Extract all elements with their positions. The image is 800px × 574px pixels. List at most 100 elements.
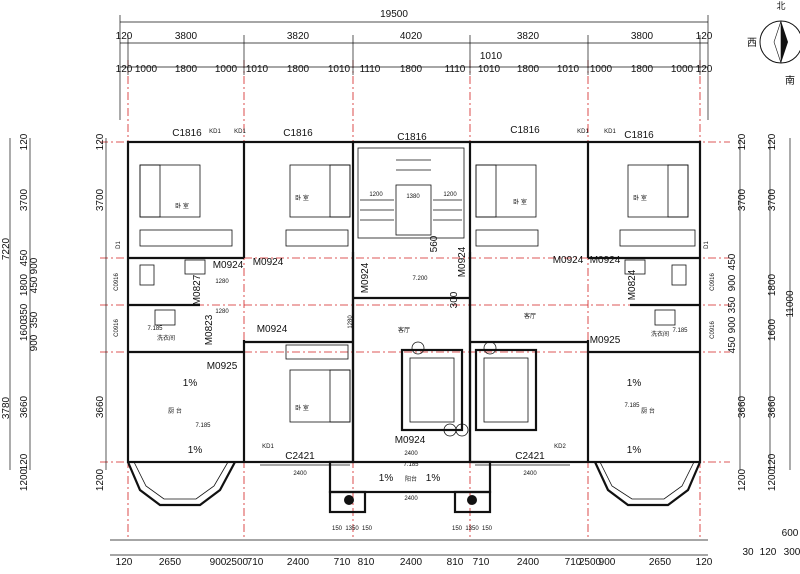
dim-left-d3: 350 [29,311,40,328]
level-4: 7.185 [403,462,419,468]
room-kitchen-1: 厨 台 [168,407,182,415]
window-kd1-4: KD1 [604,129,616,135]
room-living-1: 客厅 [398,326,410,334]
window-kd1-1: KD1 [209,129,221,135]
balcony-dim-5: 1350 [465,526,479,532]
room-laundry-1: 洗衣间 [157,334,175,342]
window-kd2: KD2 [554,444,566,450]
room-bedroom-5: 卧 室 [295,404,309,412]
inner-dim-9: 2400 [293,471,307,477]
dimension-lines [9,15,791,556]
dim-top2-10: 1110 [445,64,466,75]
dim-left-6: 1600 [19,318,30,341]
dim-bottom-3: 900 [210,557,227,568]
door-m0823: M0823 [204,314,215,345]
room-bedroom-2: 卧 室 [295,194,309,202]
slope-2: 1% [188,445,203,456]
door-m0924-3: M0924 [553,255,584,266]
door-m2427: M0924 [395,435,426,446]
inner-dim-10: 2400 [404,451,418,457]
dim-left-2: 3700 [19,188,30,211]
dim-left-d4: 900 [29,334,40,351]
door-m0824: M0824 [627,269,638,300]
dim-top2-1: 120 [116,64,133,75]
dim-bottom-16: 2650 [649,557,672,568]
dim-right-b5: 3660 [767,395,778,418]
dim-top2-17: 120 [696,64,713,75]
slope-4: 1% [627,445,642,456]
room-bedroom-3: 卧 室 [513,198,527,206]
compass-north-label: 北 [776,1,785,11]
slope-3: 1% [627,378,642,389]
inner-dim-4: 1380 [406,194,420,200]
dim-right-d1: 450 [727,253,738,270]
dim-top2-4: 1000 [215,64,238,75]
dim-top2-5: 1010 [246,64,269,75]
dim-top2-14: 1000 [590,64,613,75]
window-kd1-2: KD1 [234,129,246,135]
dim-top-3: 3820 [287,31,310,42]
dim-bottom-9: 2400 [400,557,423,568]
window-c1816-4: C1816 [510,125,540,136]
balcony-dim-1: 150 [332,526,343,532]
dim-bottom-1: 120 [116,557,133,568]
dim-left-1: 120 [19,133,30,150]
inner-dim-6: 1200 [443,192,457,198]
dim-bottom-2: 2650 [159,557,182,568]
dim-right-2: 3700 [737,188,748,211]
dim-left-8: 1200 [19,468,30,491]
balcony-dim-3: 150 [362,526,373,532]
slope-6: 1% [426,473,441,484]
dim-top2-3: 1800 [175,64,198,75]
dim-top-extra: 1010 [480,51,503,62]
walls [126,140,702,514]
door-m0924-7: M0924 [457,246,468,277]
dim-left-3: 450 [19,249,30,266]
dim-top2-8: 1110 [360,64,381,75]
dim-bottom-4: 2500 [226,557,249,568]
dim-right-b1: 120 [767,133,778,150]
slope-5: 1% [379,473,394,484]
dim-bottom-14: 2500 [579,557,602,568]
dim-bottom-5: 710 [247,557,264,568]
dim-top2-2: 1000 [135,64,158,75]
inner-dim-12: 2400 [523,471,537,477]
room-bedroom-4: 卧 室 [633,194,647,202]
inner-dim-3: 1280 [348,315,354,329]
dim-top-5: 3820 [517,31,540,42]
dim-right-d4: 900 [727,316,738,333]
dim-bottom-15: 900 [599,557,616,568]
room-kitchen-2: 厨 台 [641,407,655,415]
dim-top2-16: 1000 [671,64,694,75]
dim-left-b1: 120 [95,133,106,150]
window-kd1-5: KD1 [262,444,274,450]
dim-left-outer-1: 7220 [1,237,12,260]
level-6: 7.185 [672,328,688,334]
dim-bottom-right-4: 300 [784,547,800,558]
dim-bottom-right-2: 30 [742,547,754,558]
dim-top-2: 3800 [175,31,198,42]
dim-left-9: 120 [19,453,30,470]
door-m0924-5: M0924 [257,324,288,335]
window-d1-2: D1 [704,241,710,249]
window-left-1: C0916 [114,273,120,291]
compass-west-label: 西 [747,38,757,49]
door-m0925-1: M0925 [207,361,238,372]
inner-dim-8: 560 [429,235,440,252]
dim-top2-12: 1800 [517,64,540,75]
dim-top-6: 3800 [631,31,654,42]
slope-1: 1% [183,378,198,389]
room-balcony: 阳台 [405,475,417,483]
door-m0827: M0827 [192,274,203,305]
dim-left-b4: 1200 [95,468,106,491]
dim-top-4: 4020 [400,31,423,42]
dim-total: 19500 [380,9,408,20]
dim-right-b4: 1600 [767,318,778,341]
dim-right-b6: 1200 [767,468,778,491]
dim-bottom-6: 2400 [287,557,310,568]
balcony-dim-4: 150 [452,526,463,532]
window-right-1: C0916 [710,273,716,291]
dim-bottom-12: 2400 [517,557,540,568]
